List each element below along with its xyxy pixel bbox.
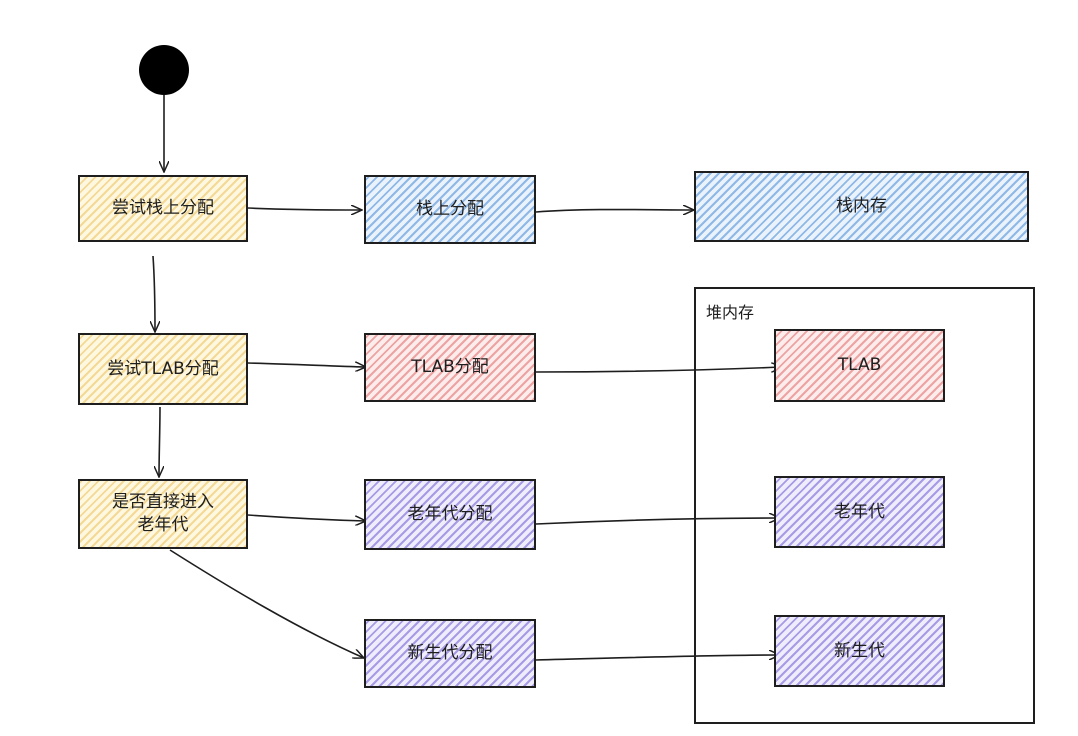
node-young-alloc: 新生代分配	[364, 619, 536, 688]
arrow-young-alloc-to-young-gen	[535, 655, 780, 661]
arrow-old-alloc-to-old-gen	[535, 518, 780, 525]
heap-memory-container	[694, 287, 1035, 724]
arrow-direct-old-to-old-alloc	[247, 514, 366, 521]
arrow-stack-alloc-to-stack-memory	[535, 210, 694, 213]
arrow-try-tlab-to-direct-old	[159, 406, 160, 477]
heap-memory-label: 堆内存	[706, 303, 755, 322]
arrow-direct-old-to-young-alloc	[169, 549, 364, 658]
node-direct-old: 是否直接进入 老年代	[78, 479, 248, 549]
node-old-alloc: 老年代分配	[364, 479, 536, 550]
node-stack-memory: 栈内存	[694, 171, 1029, 242]
node-young-gen: 新生代	[774, 615, 945, 687]
node-old-gen: 老年代	[774, 476, 945, 548]
node-try-tlab: 尝试TLAB分配	[78, 333, 248, 405]
arrow-tlab-alloc-to-tlab	[535, 367, 782, 373]
node-try-stack: 尝试栈上分配	[78, 175, 248, 242]
arrow-try-stack-to-try-tlab	[153, 255, 155, 332]
node-tlab: TLAB	[774, 329, 945, 402]
arrow-try-stack-to-stack-alloc	[247, 208, 362, 210]
node-tlab-alloc: TLAB分配	[364, 333, 536, 402]
node-stack-alloc: 栈上分配	[364, 175, 536, 244]
arrow-try-tlab-to-tlab-alloc	[247, 363, 366, 367]
start-node	[139, 45, 189, 95]
